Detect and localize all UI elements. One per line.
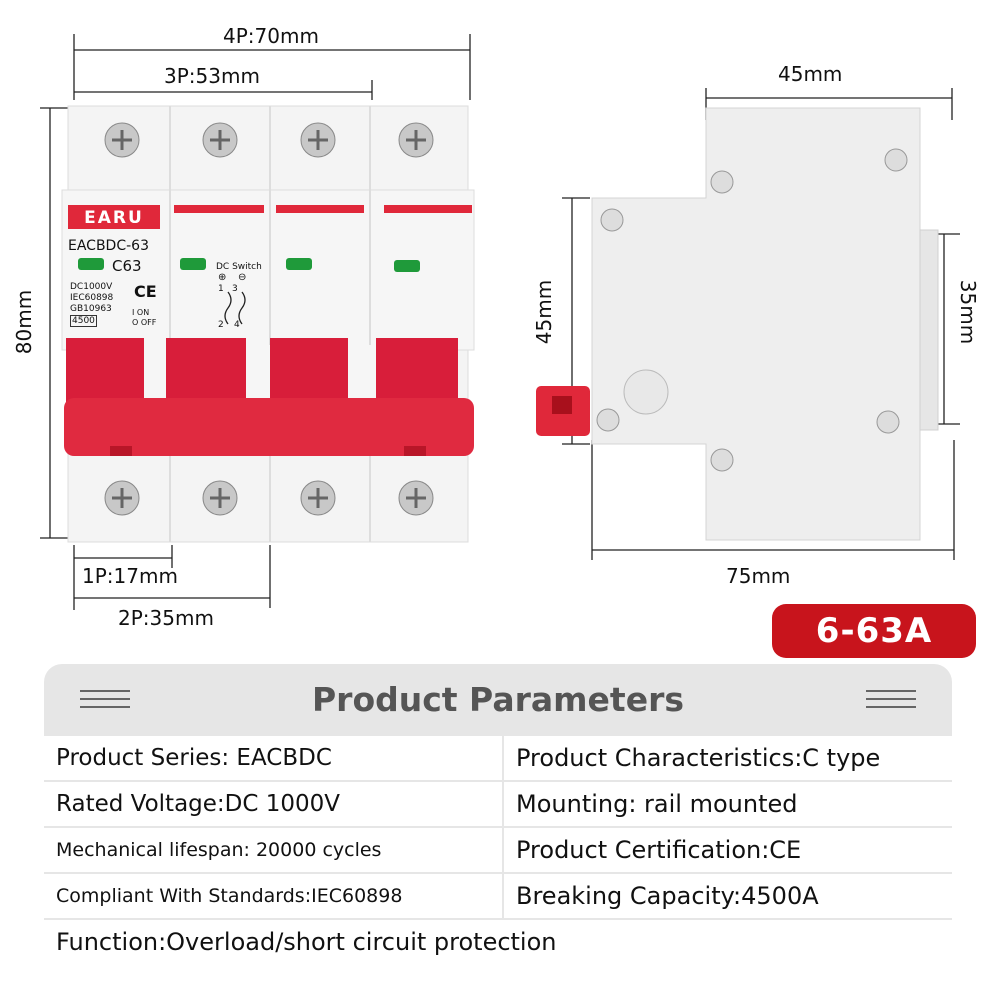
off-label: O OFF [132, 318, 157, 327]
panel-title: Product Parameters [311, 679, 685, 719]
terminal-3: 3 [232, 284, 238, 294]
dim-1p: 1P:17mm [82, 564, 178, 588]
param-lifespan: Mechanical lifespan: 20000 cycles [44, 828, 504, 872]
table-row: Rated Voltage:DC 1000V Mounting: rail mo… [44, 780, 952, 826]
param-mounting: Mounting: rail mounted [516, 790, 798, 818]
dc-switch-label: DC Switch [216, 262, 262, 272]
param-breaking-capacity: Breaking Capacity:4500A [516, 882, 819, 910]
dim-3p: 3P:53mm [164, 64, 260, 88]
table-row: Function:Overload/short circuit protecti… [44, 918, 952, 964]
dim-side-height: 45mm [532, 279, 557, 345]
product-parameters-panel: Product Parameters Product Series: EACBD… [44, 664, 952, 964]
param-function: Function:Overload/short circuit protecti… [56, 928, 557, 956]
panel-header: Product Parameters [44, 664, 952, 734]
table-row: Compliant With Standards:IEC60898 Breaki… [44, 872, 952, 918]
param-series: Product Series: EACBDC [44, 736, 504, 780]
rating-label: C63 [112, 257, 142, 275]
dim-side-depth: 75mm [726, 564, 791, 588]
terminal-4: 4 [234, 320, 240, 330]
brand-logo: EARU [84, 208, 144, 228]
model-label: EACBDC-63 [68, 238, 149, 254]
side-dimension-lines [562, 88, 960, 560]
dim-2p: 2P:35mm [118, 606, 214, 630]
param-standards: Compliant With Standards:IEC60898 [44, 874, 504, 918]
breaker-front-view [61, 105, 475, 543]
dim-4p: 4P:70mm [223, 24, 319, 48]
std1-label: IEC60898 [70, 293, 114, 303]
front-dimension-lines [40, 34, 471, 610]
on-label: I ON [132, 308, 150, 317]
dim-side-rail: 35mm [956, 279, 981, 345]
dim-height-front: 80mm [12, 289, 37, 355]
dim-side-width: 45mm [778, 62, 843, 86]
param-certification: Product Certification:CE [516, 836, 802, 864]
current-range-badge: 6-63A [772, 604, 976, 658]
param-voltage: Rated Voltage:DC 1000V [44, 782, 504, 826]
terminal-1: 1 [218, 284, 224, 294]
minus-sign: ⊖ [238, 272, 247, 283]
parameters-table: Product Series: EACBDC Product Character… [44, 734, 952, 964]
param-characteristics: Product Characteristics:C type [516, 744, 881, 772]
product-figure [40, 34, 960, 610]
ce-mark: CE [134, 282, 157, 301]
capacity-label: 4500 [70, 315, 97, 327]
breaker-side-view [536, 88, 960, 560]
bottom-screws [104, 480, 434, 516]
voltage-label: DC1000V [70, 282, 113, 292]
table-row: Product Series: EACBDC Product Character… [44, 734, 952, 780]
menu-lines-icon [80, 690, 130, 710]
plus-sign: ⊕ [218, 272, 227, 283]
table-row: Mechanical lifespan: 20000 cycles Produc… [44, 826, 952, 872]
menu-lines-icon [866, 690, 916, 710]
top-screws [104, 122, 434, 158]
terminal-2: 2 [218, 320, 224, 330]
std2-label: GB10963 [70, 304, 112, 314]
